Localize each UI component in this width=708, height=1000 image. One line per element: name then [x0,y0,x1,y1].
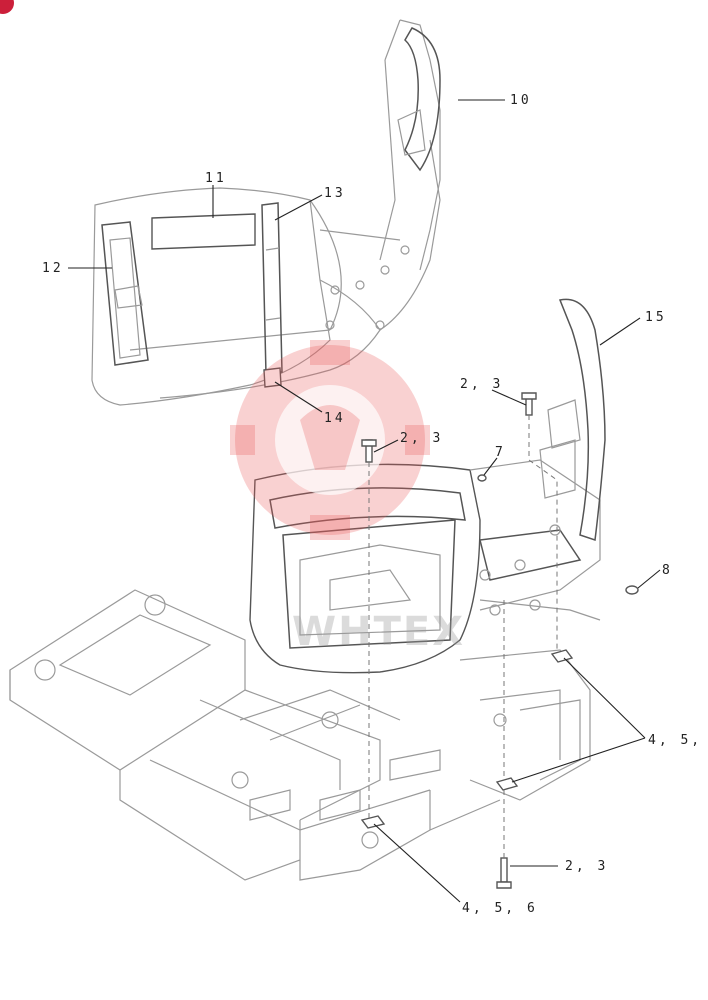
callout-7: 7 [495,445,506,460]
callout-2-3-upper-right: 2, 3 [460,377,503,392]
centerline-right-upper [528,415,558,650]
leader-7 [483,457,498,476]
leader-23b [373,439,399,453]
leader-14 [274,381,323,413]
washer-right-upper [550,649,574,663]
base-frame [9,589,591,881]
leader-456a [511,657,646,783]
callout-14: 14 [324,411,346,426]
washer-lower-left [360,815,386,829]
part-13-vertical-trim [261,202,283,375]
leader-23a [491,389,527,406]
upper-cover [91,19,441,406]
watermark-text: WHTEX [292,609,465,655]
washer-right-lower [495,777,519,791]
leader-456b [373,823,461,903]
callout-10: 10 [510,93,532,108]
callout-15: 15 [645,310,667,325]
callout-4-5-6-right: 4, 5, 6 [648,733,708,748]
leader-8 [637,569,661,589]
watermark: WHTEX [230,340,465,655]
corner-badge [0,0,14,14]
callout-11: 11 [205,171,227,186]
callout-12: 12 [42,261,64,276]
part-8-ring [625,585,639,595]
part-11-label [151,213,256,250]
counterweight-cover [249,459,601,674]
part-10-upper-side-trim [397,27,441,172]
callout-4-5-6-bottom: 4, 5, 6 [462,901,538,916]
callout-8: 8 [662,563,673,578]
part-12-left-trim [101,221,149,366]
bolt-lower-right [496,857,512,889]
part-14-trim-end [263,367,282,388]
leader-13 [274,194,323,221]
part-15-rear-side-trim [539,298,606,542]
callout-2-3-upper-center: 2, 3 [400,431,443,446]
callout-2-3-lower-right: 2, 3 [565,859,608,874]
leader-15 [599,317,641,346]
part-7-pin [477,474,487,482]
callout-13: 13 [324,186,346,201]
